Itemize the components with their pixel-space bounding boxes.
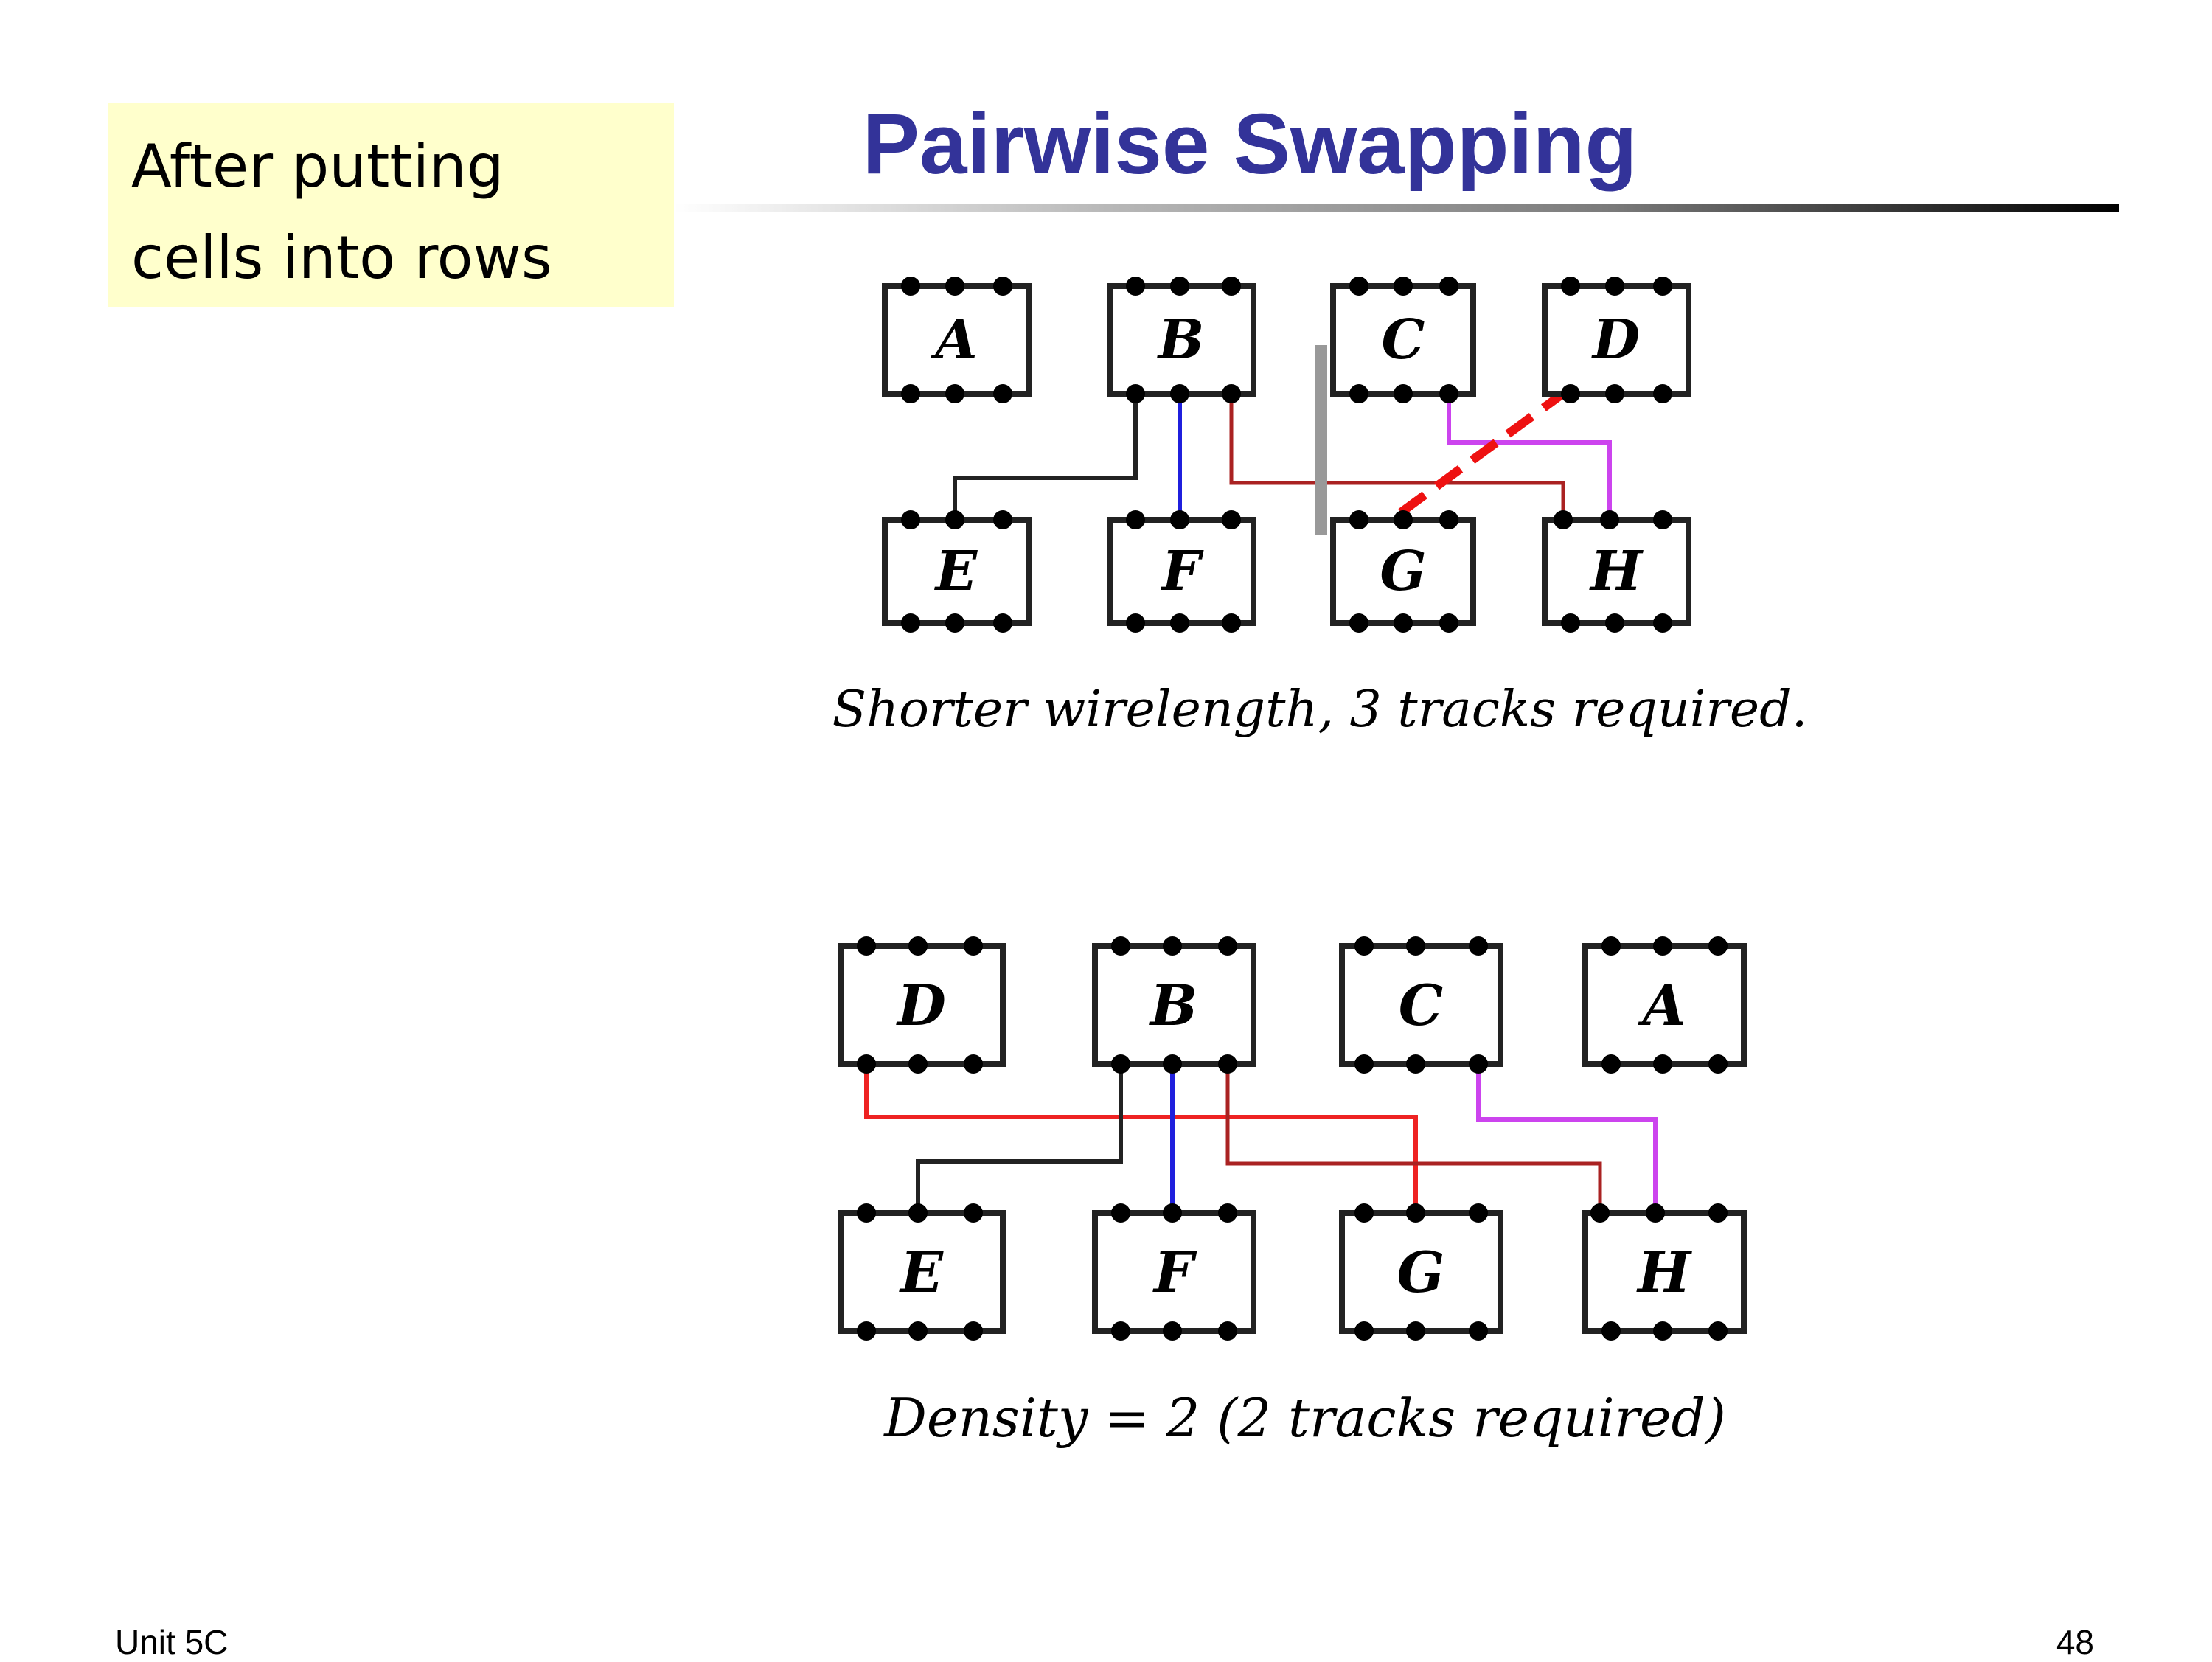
wire-b-h bbox=[1229, 398, 1565, 520]
cell-bottom-H-label: H bbox=[1636, 1239, 1692, 1305]
cell-bottom-A: A bbox=[1582, 936, 1747, 1074]
cell-top-F: F bbox=[1107, 510, 1256, 633]
wire-b-e bbox=[916, 1069, 1123, 1213]
slide-number: 48 bbox=[2056, 1623, 2094, 1661]
cell-top-B-label: B bbox=[1157, 308, 1205, 372]
cell-top-G: G bbox=[1330, 510, 1476, 633]
cell-bottom-H: H bbox=[1582, 1203, 1747, 1341]
cell-top-G-label: G bbox=[1380, 540, 1426, 603]
note-line-2: cells into rows bbox=[131, 223, 552, 292]
cell-top-E-label: E bbox=[934, 540, 978, 603]
cell-bottom-G: G bbox=[1339, 1203, 1503, 1341]
cell-top-D-label: D bbox=[1591, 308, 1640, 372]
cell-bottom-A-label: A bbox=[1638, 973, 1686, 1038]
slide-title: Pairwise Swapping bbox=[862, 96, 1638, 192]
cell-top-A: A bbox=[882, 277, 1032, 403]
cell-top-B: B bbox=[1107, 277, 1256, 403]
cell-top-F-label: F bbox=[1161, 540, 1204, 603]
footer-unit: Unit 5C bbox=[115, 1623, 229, 1661]
cell-top-H-label: H bbox=[1589, 540, 1644, 603]
wire-d-g bbox=[864, 1069, 1418, 1213]
cell-top-E: E bbox=[882, 510, 1032, 633]
wire-b-h bbox=[1225, 1069, 1602, 1213]
wire-b-e bbox=[953, 398, 1138, 520]
cell-bottom-D-label: D bbox=[896, 973, 946, 1038]
title-underline bbox=[674, 204, 2119, 212]
cell-bottom-B: B bbox=[1092, 936, 1256, 1074]
cell-bottom-C: C bbox=[1339, 936, 1503, 1074]
cell-bottom-B-label: B bbox=[1149, 973, 1197, 1038]
cell-bottom-F-label: F bbox=[1152, 1239, 1197, 1305]
cell-bottom-E: E bbox=[838, 1203, 1006, 1341]
swap-arrow-dashed bbox=[1398, 387, 1570, 516]
caption-top: Shorter wirelength, 3 tracks required. bbox=[832, 681, 1808, 739]
cell-bottom-D: D bbox=[838, 936, 1006, 1074]
cell-top-H: H bbox=[1542, 510, 1691, 633]
cell-bottom-E-label: E bbox=[899, 1239, 944, 1305]
cell-top-D: D bbox=[1542, 277, 1691, 403]
wire-c-h bbox=[1476, 1069, 1658, 1213]
cell-bottom-G-label: G bbox=[1397, 1239, 1445, 1305]
diagram-bottom: D B C A E F bbox=[838, 936, 1747, 1449]
note-box: After putting cells into rows bbox=[108, 103, 674, 307]
cell-bottom-F: F bbox=[1092, 1203, 1256, 1341]
cell-top-C-label: C bbox=[1382, 308, 1425, 372]
cell-bottom-C-label: C bbox=[1399, 973, 1444, 1038]
note-line-1: After putting bbox=[131, 132, 504, 201]
caption-bottom: Density = 2 (2 tracks required) bbox=[883, 1387, 1726, 1449]
cell-top-C: C bbox=[1330, 277, 1476, 403]
cell-top-A-label: A bbox=[931, 308, 977, 372]
wire-c-h bbox=[1447, 398, 1612, 520]
diagram-top: A B C D E F bbox=[832, 277, 1808, 739]
